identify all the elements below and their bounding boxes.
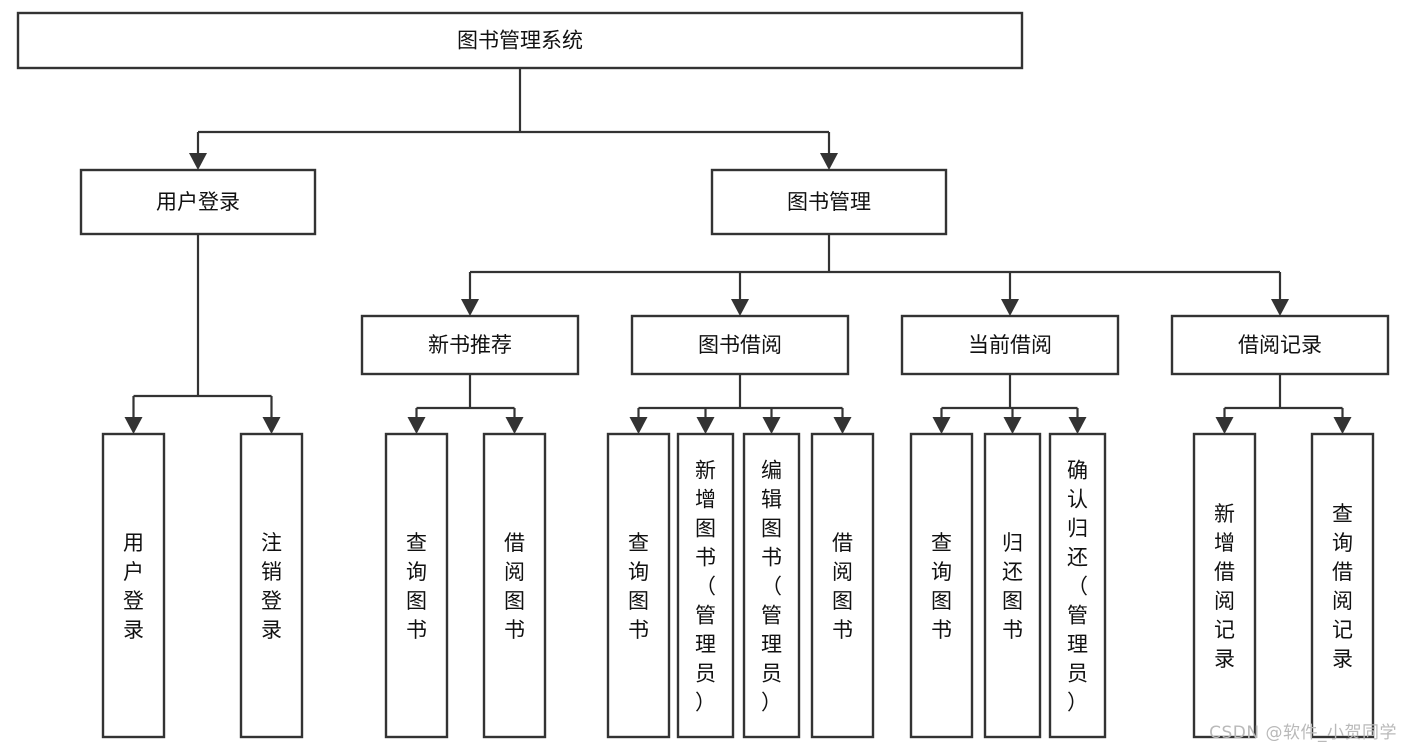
node-box-leaf-add-book-admin [676, 432, 735, 739]
node-box-root [16, 11, 1024, 70]
arrow-head-leaf-user-login [124, 417, 143, 434]
node-borrow-record[interactable]: 借阅记录 [1170, 314, 1390, 376]
node-leaf-logout-login[interactable]: 注销登录 [239, 432, 304, 739]
node-box-leaf-logout-login [239, 432, 304, 739]
node-label-leaf-query-borrow-record: 查询借阅记录 [1332, 502, 1353, 671]
node-label-leaf-confirm-return-admin: 确认归还（管理员） [1067, 459, 1088, 715]
node-box-new-book-recommend [360, 314, 580, 376]
node-label-book-borrow: 图书借阅 [698, 333, 782, 357]
node-box-leaf-query-book-borrow [606, 432, 671, 739]
node-box-leaf-return-book [983, 432, 1042, 739]
arrow-head-book-manage [820, 153, 838, 170]
arrow-head-leaf-edit-book-admin [762, 417, 781, 434]
arrow-head-book-borrow [731, 299, 749, 316]
node-leaf-confirm-return-admin[interactable]: 确认归还（管理员） [1048, 432, 1107, 739]
arrow-head-leaf-query-book-borrow [629, 417, 648, 434]
nodes-layer: 图书管理系统用户登录图书管理新书推荐图书借阅当前借阅借阅记录用户登录注销登录查询… [16, 11, 1390, 739]
node-label-current-borrow: 当前借阅 [968, 333, 1052, 357]
node-label-leaf-user-login: 用户登录 [123, 531, 144, 642]
node-leaf-borrow-book-recommend[interactable]: 借阅图书 [482, 432, 547, 739]
arrow-head-user-login [189, 153, 207, 170]
arrow-head-borrow-record [1271, 299, 1289, 316]
node-box-leaf-query-book-recommend [384, 432, 449, 739]
arrow-head-leaf-query-book-current [932, 417, 951, 434]
node-leaf-query-borrow-record[interactable]: 查询借阅记录 [1310, 432, 1375, 739]
node-book-manage[interactable]: 图书管理 [710, 168, 948, 236]
node-leaf-borrow-book[interactable]: 借阅图书 [810, 432, 875, 739]
node-book-borrow[interactable]: 图书借阅 [630, 314, 850, 376]
node-label-leaf-borrow-book: 借阅图书 [832, 531, 853, 642]
node-label-book-manage: 图书管理 [787, 190, 871, 214]
node-box-user-login [79, 168, 317, 236]
node-label-leaf-query-book-current: 查询图书 [931, 531, 952, 642]
node-leaf-query-book-recommend[interactable]: 查询图书 [384, 432, 449, 739]
node-box-leaf-confirm-return-admin [1048, 432, 1107, 739]
node-box-leaf-borrow-book [810, 432, 875, 739]
node-label-root: 图书管理系统 [457, 29, 583, 53]
arrow-head-leaf-confirm-return-admin [1068, 417, 1087, 434]
node-box-current-borrow [900, 314, 1120, 376]
node-box-leaf-query-book-current [909, 432, 974, 739]
arrow-head-leaf-return-book [1003, 417, 1022, 434]
watermark-text: CSDN @软件_小贺同学 [1209, 723, 1397, 743]
node-box-borrow-record [1170, 314, 1390, 376]
node-label-leaf-query-book-recommend: 查询图书 [406, 531, 427, 642]
arrow-head-leaf-query-book-recommend [407, 417, 426, 434]
node-label-new-book-recommend: 新书推荐 [428, 333, 512, 357]
node-box-book-borrow [630, 314, 850, 376]
node-label-leaf-logout-login: 注销登录 [261, 531, 282, 642]
node-new-book-recommend[interactable]: 新书推荐 [360, 314, 580, 376]
node-label-leaf-add-borrow-record: 新增借阅记录 [1214, 502, 1235, 671]
arrow-head-new-book-recommend [461, 299, 479, 316]
node-box-leaf-add-borrow-record [1192, 432, 1257, 739]
connectors-layer [124, 68, 1352, 434]
node-label-user-login: 用户登录 [156, 190, 240, 214]
node-leaf-add-book-admin[interactable]: 新增图书（管理员） [676, 432, 735, 739]
node-box-leaf-borrow-book-recommend [482, 432, 547, 739]
arrow-head-leaf-borrow-book [833, 417, 852, 434]
node-label-leaf-query-book-borrow: 查询图书 [628, 531, 649, 642]
arrow-head-current-borrow [1001, 299, 1019, 316]
node-label-borrow-record: 借阅记录 [1238, 333, 1322, 357]
node-leaf-user-login[interactable]: 用户登录 [101, 432, 166, 739]
node-label-leaf-add-book-admin: 新增图书（管理员） [695, 459, 716, 715]
node-current-borrow[interactable]: 当前借阅 [900, 314, 1120, 376]
node-box-leaf-query-borrow-record [1310, 432, 1375, 739]
node-leaf-add-borrow-record[interactable]: 新增借阅记录 [1192, 432, 1257, 739]
arrow-head-leaf-borrow-book-recommend [505, 417, 524, 434]
arrow-head-leaf-query-borrow-record [1333, 417, 1352, 434]
arrow-head-leaf-add-borrow-record [1215, 417, 1234, 434]
node-leaf-query-book-borrow[interactable]: 查询图书 [606, 432, 671, 739]
node-leaf-return-book[interactable]: 归还图书 [983, 432, 1042, 739]
arrow-head-leaf-logout-login [262, 417, 281, 434]
node-box-leaf-user-login [101, 432, 166, 739]
node-user-login[interactable]: 用户登录 [79, 168, 317, 236]
node-box-leaf-edit-book-admin [742, 432, 801, 739]
node-label-leaf-edit-book-admin: 编辑图书（管理员） [761, 459, 782, 715]
node-leaf-query-book-current[interactable]: 查询图书 [909, 432, 974, 739]
arrow-head-leaf-add-book-admin [696, 417, 715, 434]
node-label-leaf-borrow-book-recommend: 借阅图书 [504, 531, 525, 642]
node-label-leaf-return-book: 归还图书 [1002, 531, 1023, 642]
node-leaf-edit-book-admin[interactable]: 编辑图书（管理员） [742, 432, 801, 739]
node-root[interactable]: 图书管理系统 [16, 11, 1024, 70]
node-box-book-manage [710, 168, 948, 236]
